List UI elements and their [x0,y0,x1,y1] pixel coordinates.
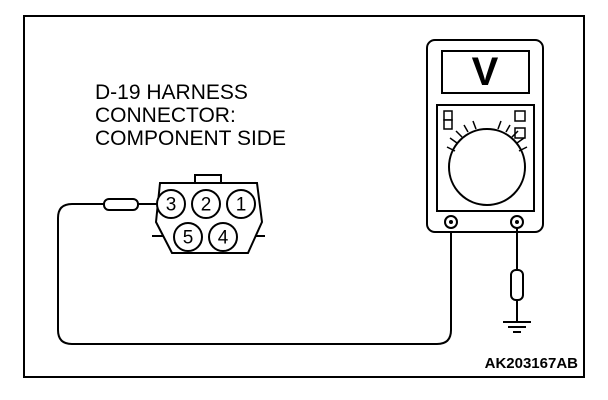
harness-connector: 3 2 1 5 4 [152,174,265,254]
voltage-symbol: V [472,50,499,94]
pin-number-1: 1 [236,195,247,216]
pin-cavity-4 [208,222,238,252]
diagram-frame [23,15,585,378]
connector-label-line3: COMPONENT SIDE [95,127,286,150]
dial-ticks [446,120,528,152]
connector-label: D-19 HARNESS CONNECTOR: COMPONENT SIDE [95,81,286,150]
meter-indicator-left-top [443,110,453,121]
ground-probe [503,228,531,333]
meter-indicator-right-top [514,110,526,122]
pin-number-3: 3 [166,195,177,216]
meter-indicator-left-bottom [443,119,453,130]
pin-number-4: 4 [218,228,229,249]
probe-handle [103,198,139,211]
meter-terminal-positive-core [449,220,453,224]
figure-code: AK203167AB [485,355,579,372]
ground-symbol-icon [503,321,531,333]
connector-label-line1: D-19 HARNESS [95,81,248,104]
ground-probe-handle [510,269,524,301]
connector-label-line2: CONNECTOR: [95,104,236,127]
pin-cavity-2 [191,189,221,219]
pin-number-2: 2 [201,195,212,216]
probe-lead-wire [57,203,452,345]
meter-terminal-negative-core [515,220,519,224]
pin-cavity-1 [226,189,256,219]
pin-number-5: 5 [183,228,194,249]
pin-cavity-5 [173,222,203,252]
test-probe [57,198,452,345]
meter-dial [448,128,526,206]
meter-display [441,50,530,94]
voltmeter: V [426,39,544,233]
